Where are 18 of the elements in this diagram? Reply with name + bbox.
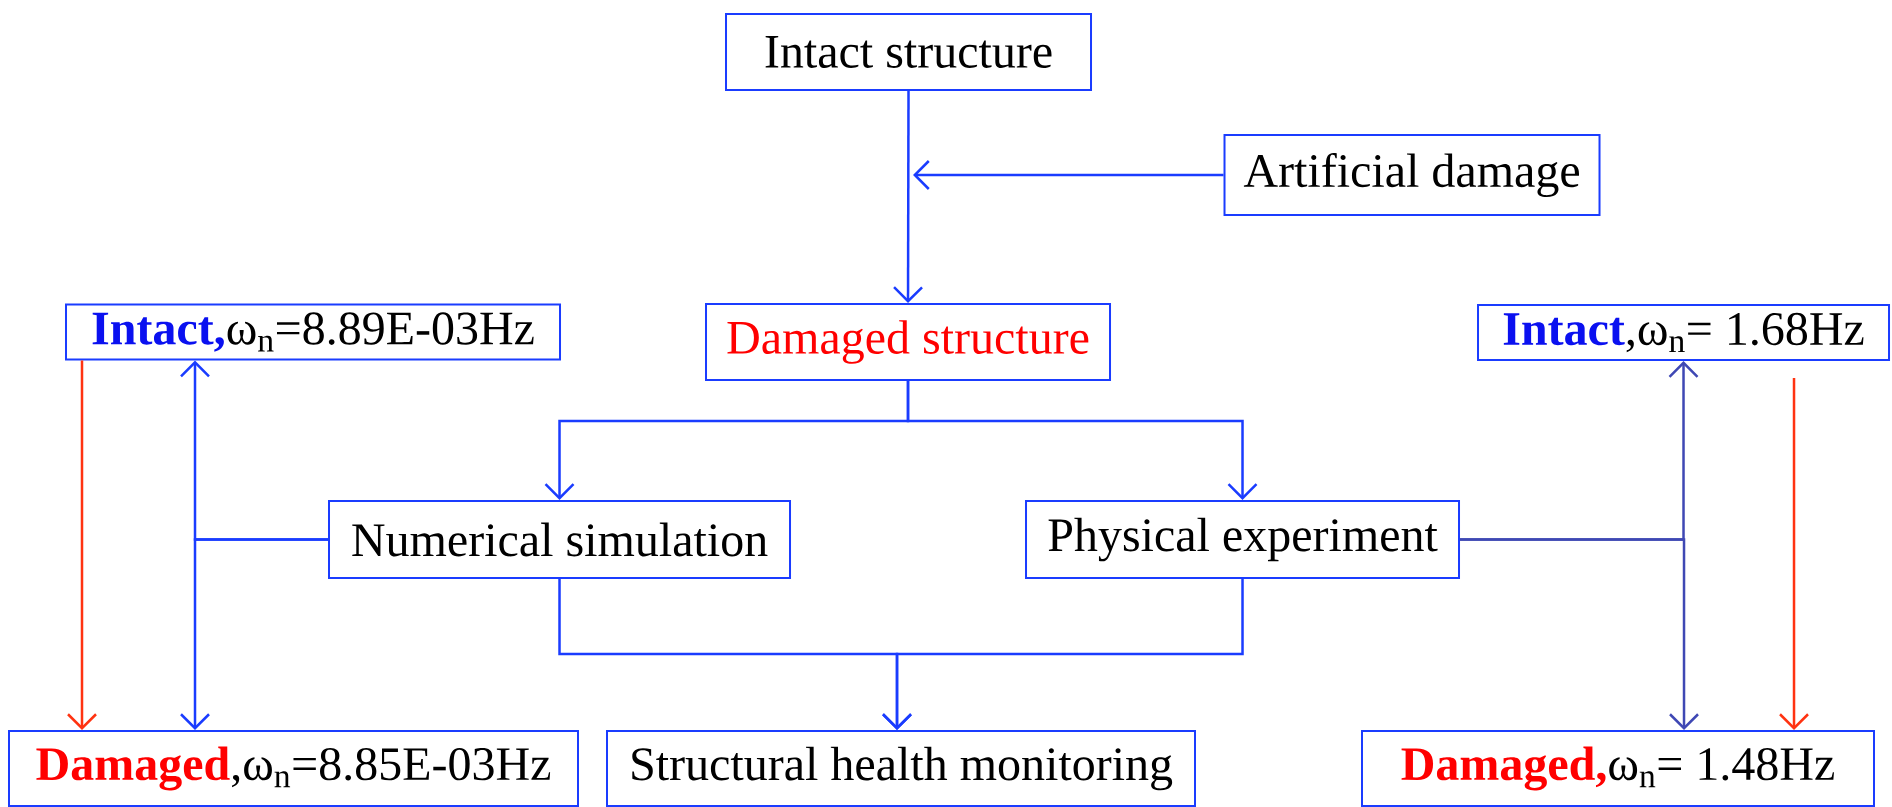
process-box: Physical experiment (1025, 500, 1460, 579)
result-box: Intact,ω$_{n}$= 1.68Hz (1477, 304, 1890, 361)
process-box: Damaged structure (705, 303, 1111, 381)
arrow (1779, 378, 1809, 730)
result-box: Damaged,ω$_{n}$= 1.48Hz (1361, 730, 1875, 807)
arrow (913, 160, 1224, 190)
arrow (180, 538, 328, 730)
arrow (893, 91, 923, 303)
process-box: Structural health monitoring (606, 730, 1196, 807)
arrow (906, 381, 1258, 500)
process-box: Intact structure (725, 13, 1092, 91)
process-box: Artificial damage (1223, 134, 1601, 216)
result-box: Damaged,ω$_{n}$=8.85E-03Hz (8, 730, 579, 807)
arrow (882, 579, 1244, 730)
process-box: Numerical simulation (328, 500, 791, 579)
result-box: Intact,ω$_{n}$=8.89E-03Hz (65, 303, 561, 361)
arrow (1460, 538, 1699, 730)
arrow (67, 360, 97, 730)
